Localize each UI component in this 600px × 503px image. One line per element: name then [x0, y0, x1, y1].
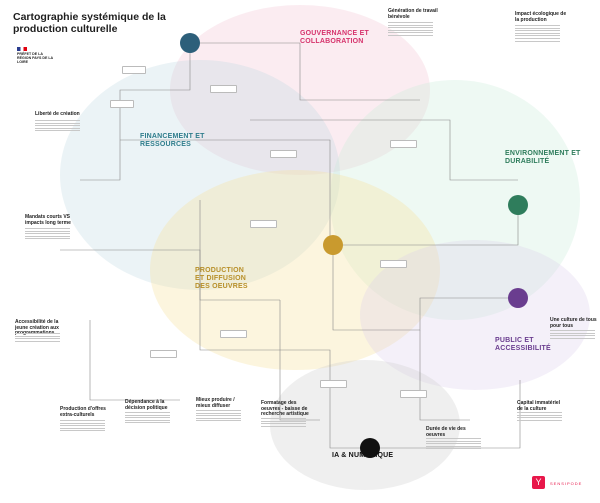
- panel-text: [15, 333, 60, 343]
- zone-label-finance: FINANCEMENT ET RESSOURCES: [140, 133, 205, 148]
- panel-title: Génération de travail bénévole: [388, 8, 438, 20]
- panel-title: Mandats courts VS impacts long terme: [25, 214, 71, 226]
- panel-title: Production d'offres extra-culturels: [60, 406, 106, 418]
- panel-text: [426, 438, 481, 451]
- factor-box[interactable]: [220, 330, 247, 338]
- node-public[interactable]: [508, 288, 528, 308]
- panel-title: Durée de vie des oeuvres: [426, 426, 466, 438]
- panel-title: Une culture de tous pour tous: [550, 317, 597, 329]
- panel-text: [550, 330, 595, 340]
- node-governance[interactable]: [180, 33, 200, 53]
- panel-text: [60, 420, 105, 433]
- zone-label-ia: IA & NUMÉRIQUE: [332, 452, 394, 459]
- factor-box[interactable]: [210, 85, 237, 93]
- factor-box[interactable]: [150, 350, 177, 358]
- brand-name: SENSIPODE: [550, 481, 583, 486]
- panel-text: [196, 410, 241, 423]
- zone-bg-ia: [270, 360, 460, 490]
- page-title: Cartographie systémique de la production…: [13, 11, 166, 35]
- sensipode-logo-icon: Y: [532, 476, 545, 489]
- factor-box[interactable]: [400, 390, 427, 398]
- factor-box[interactable]: [250, 220, 277, 228]
- panel-text: [125, 412, 170, 425]
- zone-label-governance: GOUVERNANCE ET COLLABORATION: [300, 30, 369, 45]
- node-production[interactable]: [323, 235, 343, 255]
- panel-title: Mieux produire / mieux diffuser: [196, 397, 235, 409]
- factor-box[interactable]: [380, 260, 407, 268]
- zone-label-environment: ENVIRONNEMENT ET DURABILITÉ: [505, 150, 581, 165]
- panel-title: Liberté de création: [35, 111, 80, 117]
- factor-box[interactable]: [390, 140, 417, 148]
- panel-text: [388, 22, 433, 38]
- panel-text: [25, 228, 70, 241]
- node-environment[interactable]: [508, 195, 528, 215]
- zone-label-public: PUBLIC ET ACCESSIBILITÉ: [495, 337, 551, 352]
- panel-text: [35, 120, 80, 133]
- factor-box[interactable]: [110, 100, 134, 108]
- panel-title: Dépendance à la décision politique: [125, 399, 168, 411]
- zone-label-production: PRODUCTION ET DIFFUSION DES OEUVRES: [195, 267, 248, 290]
- panel-text: [515, 25, 560, 43]
- panel-title: Formatage des oeuvres - baisse de recher…: [261, 400, 309, 417]
- panel-title: Impact écologique de la production: [515, 11, 567, 23]
- institution-name: PRÉFET DE LA RÉGION PAYS DE LA LOIRE: [17, 52, 54, 64]
- node-ia[interactable]: [360, 438, 380, 458]
- factor-box[interactable]: [270, 150, 297, 158]
- zone-bg-production: [150, 170, 440, 370]
- republic-flag-icon: [17, 47, 27, 51]
- panel-text: [517, 412, 562, 422]
- panel-title: Capital immatériel de la culture: [517, 400, 561, 412]
- factor-box[interactable]: [320, 380, 347, 388]
- factor-box[interactable]: [122, 66, 146, 74]
- panel-text: [261, 418, 306, 428]
